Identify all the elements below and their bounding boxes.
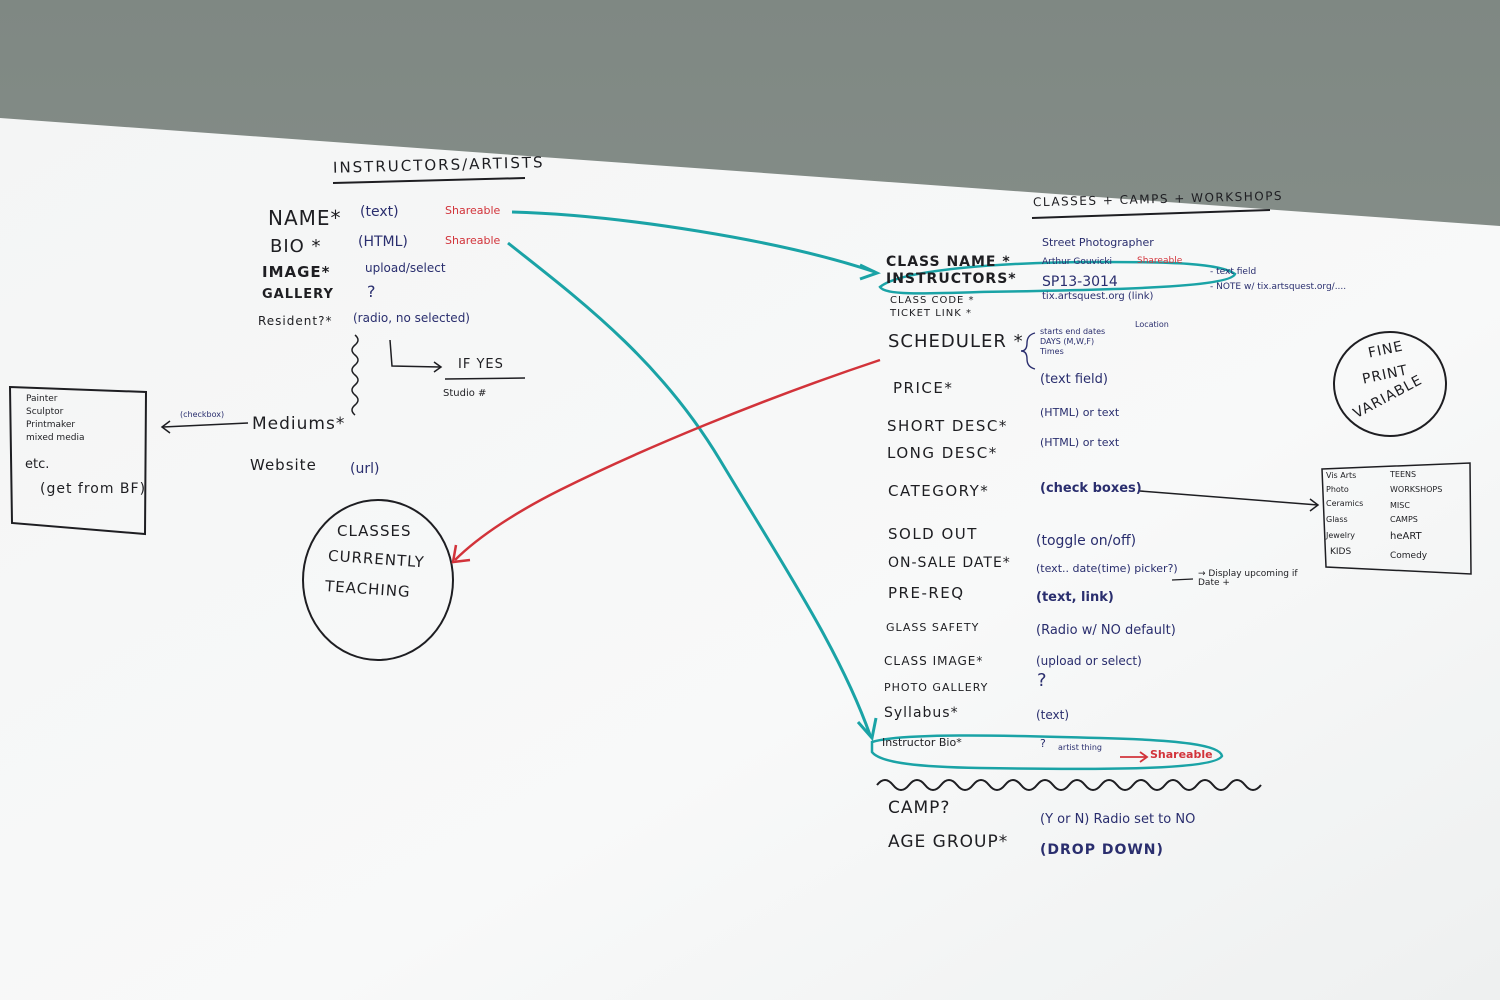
category-item: MISC xyxy=(1390,501,1410,510)
scheduler-note: starts end dates xyxy=(1040,327,1106,336)
on-sale-date-aside: → Display upcoming if Date + xyxy=(1198,569,1298,588)
class-code-label: CLASS CODE * xyxy=(890,295,975,306)
bio-shareable: Shareable xyxy=(445,234,501,247)
on-sale-date-label: ON-SALE DATE* xyxy=(888,555,1011,571)
instructor-bio-value: ? xyxy=(1040,737,1046,750)
class-image-value: (upload or select) xyxy=(1036,654,1142,668)
scheduler-label: SCHEDULER * xyxy=(888,331,1024,352)
categories-box xyxy=(1321,462,1472,575)
name-value: (text) xyxy=(360,204,399,220)
pre-req-label: PRE-REQ xyxy=(888,584,965,602)
age-group-value: (DROP DOWN) xyxy=(1040,842,1164,858)
instructor-bio-loop xyxy=(870,734,1224,771)
image-label: IMAGE* xyxy=(262,263,331,281)
scheduler-note: Location xyxy=(1135,320,1169,329)
category-item: Ceramics xyxy=(1326,499,1364,508)
fine-print-circle xyxy=(1333,331,1447,437)
on-sale-date-value: (text.. date(time) picker?) xyxy=(1036,562,1178,575)
class-image-label: CLASS IMAGE* xyxy=(884,654,984,668)
syllabus-value: (text) xyxy=(1036,708,1070,722)
price-label: PRICE* xyxy=(893,379,954,397)
ticket-link-value: tix.artsquest.org (link) xyxy=(1042,291,1154,302)
short-desc-value: (HTML) or text xyxy=(1040,406,1120,419)
medium-item: etc. xyxy=(25,457,50,472)
medium-item: Printmaker xyxy=(26,420,76,430)
class-name-value: Street Photographer xyxy=(1042,236,1154,249)
name-label: NAME* xyxy=(268,206,342,230)
long-desc-label: LONG DESC* xyxy=(887,444,998,462)
category-item: Jewelry xyxy=(1326,531,1355,540)
gallery-value: ? xyxy=(367,282,376,301)
class-code-aside: - text field xyxy=(1210,267,1257,277)
mediums-box xyxy=(8,385,148,536)
bio-label: BIO * xyxy=(270,236,322,257)
mediums-label: Mediums* xyxy=(252,414,346,434)
category-item: KIDS xyxy=(1330,547,1352,557)
sold-out-value: (toggle on/off) xyxy=(1036,533,1137,549)
camp-label: CAMP? xyxy=(888,798,951,818)
checkbox-note: (checkbox) xyxy=(180,410,225,419)
whiteboard-surface xyxy=(0,118,1500,1000)
category-item: Comedy xyxy=(1390,551,1428,561)
scheduler-to-classes-arrow xyxy=(454,358,881,561)
photo-gallery-value: ? xyxy=(1037,670,1047,691)
classes-circle-line: CLASSES xyxy=(337,522,412,540)
scheduler-note: DAYS (M,W,F) xyxy=(1040,337,1095,346)
wavy-divider xyxy=(876,779,1262,791)
photo-gallery-label: PHOTO GALLERY xyxy=(884,681,989,694)
category-item: Glass xyxy=(1326,515,1348,524)
name-to-instructors-arrow xyxy=(511,210,876,274)
gallery-label: GALLERY xyxy=(262,287,334,302)
resident-value: (radio, no selected) xyxy=(353,311,470,325)
instructors-value: Arthur Gouvicki xyxy=(1042,257,1113,267)
instructor-bio-shareable: Shareable xyxy=(1150,748,1213,761)
category-item: heART xyxy=(1390,531,1422,542)
instructors-label: INSTRUCTORS* xyxy=(886,271,1017,287)
name-shareable: Shareable xyxy=(445,204,501,217)
category-item: Vis Arts xyxy=(1326,471,1357,480)
medium-item: Sculptor xyxy=(26,407,64,417)
medium-item: (get from BF) xyxy=(40,481,147,497)
scheduler-note: Times xyxy=(1040,347,1064,356)
category-item: TEENS xyxy=(1390,470,1417,479)
age-group-label: AGE GROUP* xyxy=(888,832,1009,852)
category-item: WORKSHOPS xyxy=(1390,485,1443,494)
instructors-shareable: Shareable xyxy=(1137,256,1183,266)
website-value: (url) xyxy=(350,461,380,477)
price-value: (text field) xyxy=(1040,372,1108,387)
category-value: (check boxes) xyxy=(1040,481,1142,496)
if-yes: IF YES xyxy=(458,357,504,372)
glass-safety-label: GLASS SAFETY xyxy=(886,621,980,634)
medium-item: Painter xyxy=(26,394,58,404)
ticket-link-label: TICKET LINK * xyxy=(890,308,972,319)
medium-item: mixed media xyxy=(26,433,85,443)
bio-to-instructor-bio-arrow xyxy=(507,241,872,736)
pre-req-value: (text, link) xyxy=(1036,590,1114,605)
classes-circle xyxy=(302,499,454,661)
glass-safety-value: (Radio w/ NO default) xyxy=(1036,623,1176,638)
category-item: CAMPS xyxy=(1390,515,1418,524)
class-code-value: SP13-3014 xyxy=(1042,274,1118,290)
instructor-bio-artist: artist thing xyxy=(1058,743,1102,752)
instructors-loop xyxy=(878,260,1237,295)
short-desc-label: SHORT DESC* xyxy=(887,417,1008,435)
studio-number: Studio # xyxy=(443,388,487,399)
class-name-label: CLASS NAME * xyxy=(886,254,1011,270)
instructor-bio-label: Instructor Bio* xyxy=(882,736,962,749)
camp-value: (Y or N) Radio set to NO xyxy=(1040,812,1196,827)
resident-label: Resident?* xyxy=(258,314,333,328)
category-label: CATEGORY* xyxy=(888,482,990,500)
website-label: Website xyxy=(250,456,317,474)
bio-value: (HTML) xyxy=(358,234,408,250)
category-item: Photo xyxy=(1326,485,1349,494)
syllabus-label: Syllabus* xyxy=(884,705,959,721)
long-desc-value: (HTML) or text xyxy=(1040,436,1120,449)
ticket-link-aside: - NOTE w/ tix.artsquest.org/.... xyxy=(1210,282,1347,292)
image-value: upload/select xyxy=(365,261,446,275)
sold-out-label: SOLD OUT xyxy=(888,525,978,543)
